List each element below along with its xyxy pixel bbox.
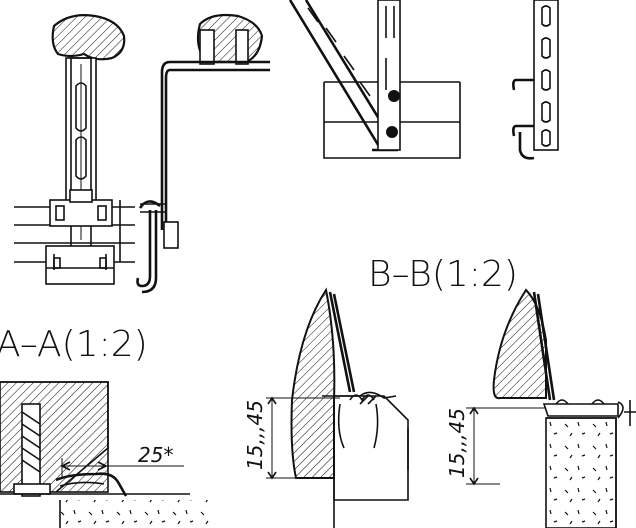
section-bb-right: 15,,,45 [445,288,636,528]
section-aa-label: A–A(1:2) [0,324,148,365]
dimension-15-45-right: 15,,,45 [445,408,469,478]
dimension-15-45-left: 15,,,45 [243,400,267,470]
slotted-channel-view [288,0,461,159]
slotted-channel-side [512,0,559,160]
section-bb-label: B–B(1:2) [368,254,518,295]
section-aa: 25* [0,381,210,528]
dimension-25: 25* [138,443,173,467]
elevation-view-left [14,14,135,285]
hook-bracket [136,13,270,294]
section-bb-left: 15,,,45 [243,287,409,528]
